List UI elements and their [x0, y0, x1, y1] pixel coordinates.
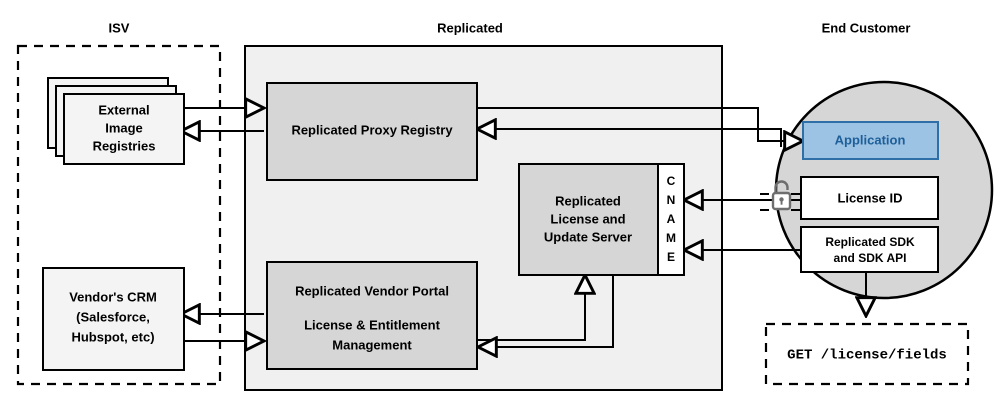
node-license-update-server[interactable]: Replicated License and Update Server — [518, 163, 659, 276]
node-replicated-vendor-portal[interactable]: Replicated Vendor Portal License & Entit… — [266, 261, 478, 370]
group-title-end-customer: End Customer — [822, 20, 911, 35]
cname-letter-c: C — [667, 174, 676, 188]
crm-line-1: Vendor's CRM — [69, 289, 157, 304]
api-call-dashed-box — [764, 322, 970, 386]
cname-strip-box — [657, 163, 685, 276]
registry-card-front — [63, 93, 185, 165]
crm-line-2: (Salesforce, — [76, 309, 150, 324]
crm-box — [42, 267, 185, 371]
registries-line-2: Image — [105, 120, 143, 135]
node-api-call: GET /license/fields — [764, 322, 970, 386]
group-container-isv — [16, 44, 222, 386]
node-vendors-crm[interactable]: Vendor's CRM (Salesforce, Hubspot, etc) — [42, 267, 185, 371]
vendor-portal-line-2: License & Entitlement — [304, 317, 440, 332]
edge-application-to-proxy — [477, 129, 782, 147]
node-application[interactable]: Application — [802, 121, 939, 160]
replicated-sdk-box — [800, 226, 939, 273]
sdk-line-1: Replicated SDK — [825, 235, 915, 249]
license-update-server-box — [518, 163, 659, 276]
node-replicated-proxy-registry[interactable]: Replicated Proxy Registry — [266, 82, 478, 181]
cname-letter-e: E — [667, 250, 675, 264]
node-replicated-sdk[interactable]: Replicated SDK and SDK API — [800, 226, 939, 273]
crm-line-3: Hubspot, etc) — [71, 329, 154, 344]
license-server-line-1: Replicated — [555, 193, 621, 208]
node-cname-strip[interactable]: C N A M E — [657, 163, 685, 276]
vendor-portal-line-3: Management — [332, 337, 412, 352]
registries-line-3: Registries — [93, 138, 156, 153]
registries-line-1: External — [98, 102, 149, 117]
sdk-line-2: and SDK API — [834, 251, 907, 265]
group-title-replicated: Replicated — [437, 20, 503, 35]
node-external-image-registries[interactable]: External Image Registries — [47, 77, 185, 165]
edge-vendorportal-to-licenseserver — [472, 275, 585, 341]
proxy-registry-label: Replicated Proxy Registry — [291, 122, 453, 137]
application-label: Application — [835, 132, 906, 147]
application-box — [802, 121, 939, 160]
unlock-icon — [771, 180, 792, 211]
license-id-box — [800, 176, 939, 220]
vendor-portal-line-1: Replicated Vendor Portal — [295, 283, 449, 298]
edge-licenseserver-to-vendorportal — [478, 275, 614, 347]
group-title-isv: ISV — [109, 20, 130, 35]
vendor-portal-box — [266, 261, 478, 370]
api-call-label: GET /license/fields — [787, 348, 947, 364]
proxy-registry-box — [266, 82, 478, 181]
license-id-label: License ID — [837, 190, 902, 205]
license-server-line-3: Update Server — [544, 229, 632, 244]
cname-letter-a: A — [667, 212, 676, 226]
license-server-line-2: License and — [550, 211, 625, 226]
node-license-id[interactable]: License ID — [800, 176, 939, 220]
cname-letter-m: M — [666, 231, 676, 245]
cname-letter-n: N — [667, 193, 676, 207]
